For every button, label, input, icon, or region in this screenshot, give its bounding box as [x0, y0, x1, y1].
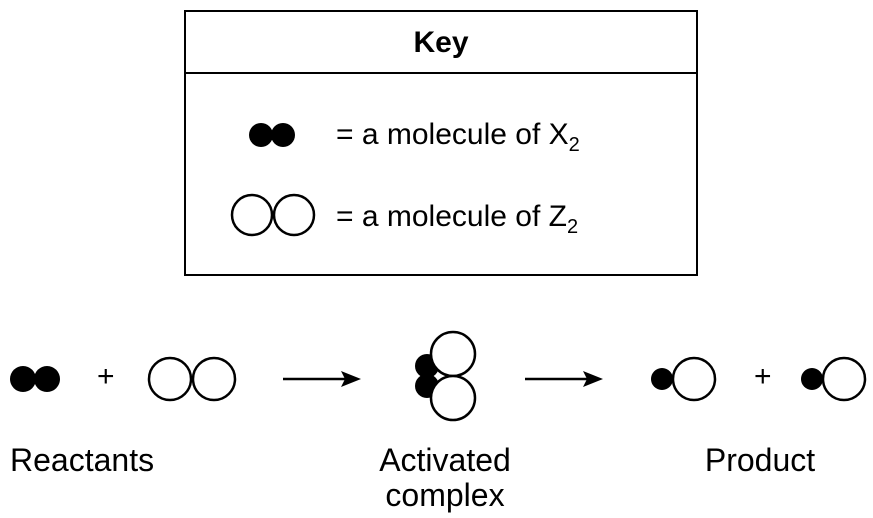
- product-xz-molecule-2: [801, 356, 867, 402]
- key-box: Key = a molecule of X2 = a molecule of Z…: [184, 10, 698, 276]
- reaction-arrow-1: [283, 371, 361, 387]
- plus-sign-reactants: +: [97, 360, 115, 393]
- key-row-z2-text: = a molecule of Z: [336, 200, 567, 233]
- reactant-x2-molecule: [10, 366, 60, 392]
- z2-molecule-icon: [230, 193, 316, 237]
- reactant-z2-molecule: [147, 356, 237, 402]
- label-activated: Activated: [379, 442, 511, 478]
- x2-molecule-icon: [249, 123, 295, 147]
- key-title: Key: [186, 12, 696, 74]
- label-product: Product: [704, 442, 816, 478]
- label-reactants: Reactants: [10, 442, 155, 478]
- key-row-x2: = a molecule of X2: [336, 117, 580, 156]
- key-row-x2-text: = a molecule of X: [336, 118, 569, 151]
- plus-sign-products: +: [754, 360, 772, 393]
- key-row-z2-subscript: 2: [566, 216, 579, 238]
- key-row-x2-subscript: 2: [568, 134, 580, 156]
- activated-complex-molecule: [415, 330, 477, 422]
- product-xz-molecule-1: [651, 356, 717, 402]
- label-complex: complex: [385, 477, 505, 513]
- key-row-z2: = a molecule of Z2: [336, 199, 579, 238]
- reaction-arrow-2: [525, 371, 603, 387]
